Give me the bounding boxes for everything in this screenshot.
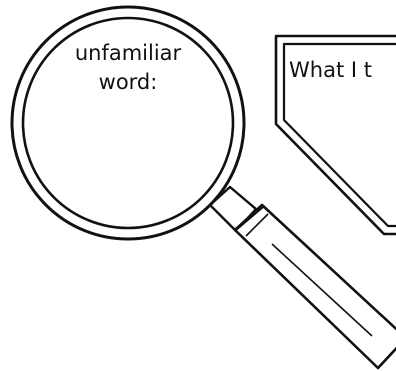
magnifier-handle-highlight [272, 244, 372, 336]
magnifier-handle-grip [235, 205, 396, 368]
note-box: What I t [276, 36, 396, 234]
magnifier-label-line2: word: [99, 70, 158, 94]
note-box-label: What I t [289, 58, 372, 82]
magnifier-label-line1: unfamiliar [75, 41, 182, 65]
